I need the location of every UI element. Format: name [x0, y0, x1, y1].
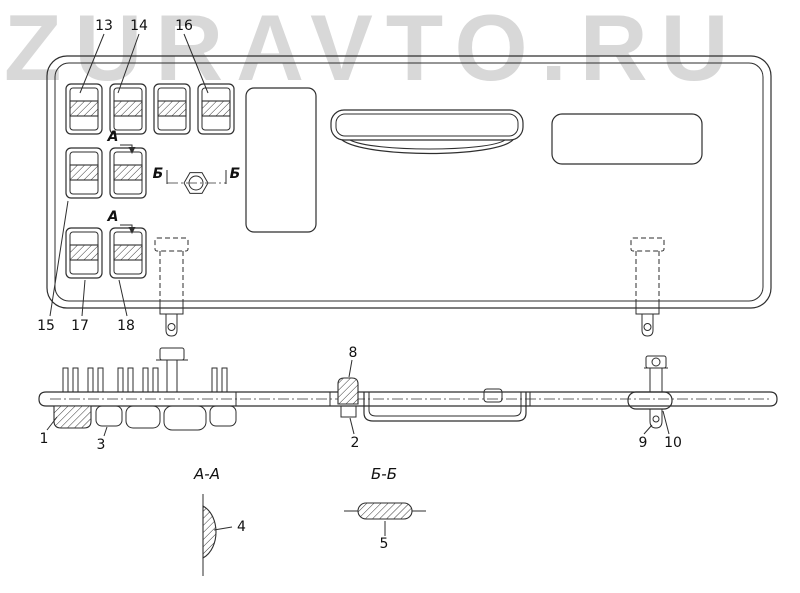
mount-bushing-right: [630, 237, 665, 337]
front-callout-leaders: [49, 33, 209, 317]
callout-18: 18: [117, 318, 135, 334]
marker-a-lower-label: А: [107, 209, 119, 225]
marker-b-left-label: Б: [153, 166, 164, 182]
callout-5: 5: [380, 536, 389, 552]
marker-a-upper-label: А: [107, 129, 119, 145]
plate-recess: [551, 113, 703, 165]
panel-rail-profile: [38, 391, 778, 407]
callout-15: 15: [37, 318, 55, 334]
bracket-9-10: [627, 355, 673, 429]
callout-1: 1: [40, 431, 49, 447]
handle-recess: [330, 109, 524, 155]
switch-terminals: [62, 367, 228, 393]
seal-strip-part-4: [202, 505, 217, 559]
callout-13: 13: [95, 18, 113, 34]
switch-bodies: [95, 405, 237, 431]
plug-part-5: [357, 502, 413, 520]
clip-bracket-8-2: [337, 377, 359, 418]
mount-bushing-left: [154, 237, 189, 337]
side-callout-leaders: [46, 359, 670, 437]
callout-14: 14: [130, 18, 148, 34]
rocker-switch-top-3: [153, 83, 191, 135]
rocker-switch-top-4: [197, 83, 235, 135]
section-marker-a-lower: А: [107, 209, 136, 234]
panel-outline: [46, 55, 772, 309]
section-view-aa: А-А 4: [193, 465, 246, 576]
grommet-part-1: [53, 405, 92, 429]
callout-10: 10: [664, 435, 682, 451]
callout-8: 8: [349, 345, 358, 361]
section-marker-a-upper: А: [107, 129, 136, 154]
tray-profile: [363, 388, 527, 422]
callout-2: 2: [351, 435, 360, 451]
callout-9: 9: [639, 435, 648, 451]
callout-17: 17: [71, 318, 89, 334]
section-view-bb: Б-Б 5: [344, 465, 426, 552]
callout-4: 4: [237, 519, 246, 535]
rocker-switch-mid-1: [65, 147, 103, 199]
section-bb-title: Б-Б: [371, 465, 397, 483]
rocker-switch-top-1: [65, 83, 103, 135]
marker-b-right-label: Б: [230, 166, 241, 182]
rocker-switch-bottom-2: [109, 227, 147, 279]
section-aa-title: А-А: [193, 465, 220, 483]
radio-slot-opening: [245, 87, 317, 233]
rocker-switch-mid-2: [109, 147, 147, 199]
callout-16: 16: [175, 18, 193, 34]
front-view: А А Б Б: [37, 18, 772, 337]
section-cut-line-bb: [166, 170, 227, 184]
watermark-text: ZURAVTO.RU: [4, 0, 742, 100]
rocker-switch-top-2: [109, 83, 147, 135]
mounting-bolt: [156, 347, 188, 392]
callout-3: 3: [97, 437, 106, 453]
side-view: 1 3 8 2 9 10: [38, 345, 778, 453]
rocker-switch-bottom-1: [65, 227, 103, 279]
